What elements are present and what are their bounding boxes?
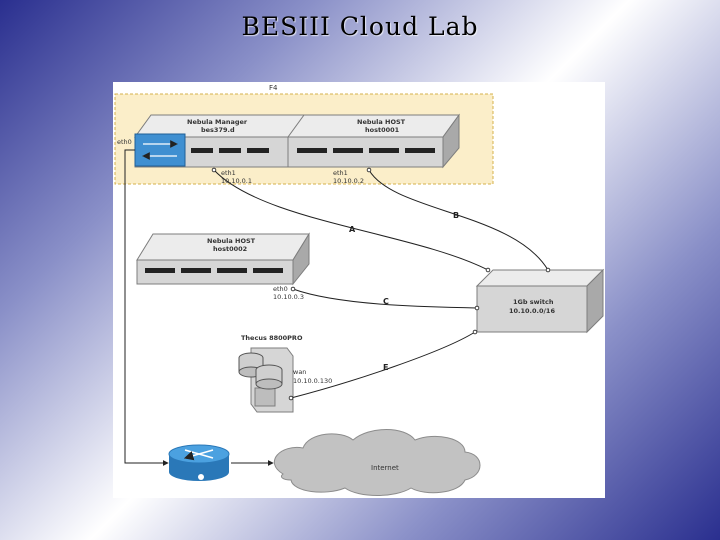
manager-host: bes379.d (201, 126, 235, 134)
internet-cloud (273, 429, 481, 496)
eth1-manager-iface: eth1 (221, 169, 236, 177)
page-title: BESIII Cloud Lab (241, 12, 479, 41)
manager-switch-icon (134, 133, 186, 167)
router-icon (168, 444, 230, 481)
eth0-host2-ip: 10.10.0.3 (273, 293, 304, 301)
link-eth0-router (124, 149, 169, 466)
host2-host: host0002 (213, 245, 247, 253)
storage-name: Thecus 8800PRO (241, 334, 303, 342)
host1-host: host0001 (365, 126, 400, 134)
storage-ip: 10.10.0.130 (293, 377, 332, 385)
link-label-e: E (383, 363, 388, 372)
link-label-b: B (453, 211, 459, 220)
host2-name: Nebula HOST (207, 237, 256, 245)
switch-name: 1Gb switch (513, 298, 554, 306)
rack-label: F4 (269, 84, 278, 92)
host1-name: Nebula HOST (357, 118, 406, 126)
switch-subnet: 10.10.0.0/16 (509, 307, 555, 315)
link-label-c: C (383, 297, 389, 306)
internet-label: Internet (371, 464, 399, 472)
link-b (366, 167, 551, 273)
link-label-a: A (349, 225, 356, 234)
link-e (288, 329, 478, 401)
eth0-host2-iface: eth0 (273, 285, 288, 293)
eth1-host1-iface: eth1 (333, 169, 348, 177)
eth1-host1-ip: 10.10.0.2 (333, 177, 364, 185)
network-diagram-svg: F4 Nebula Manager bes379.d Nebula HOST h… (114, 84, 605, 496)
gigabit-switch (475, 268, 605, 334)
storage-device (238, 347, 294, 413)
link-c (290, 286, 480, 311)
eth0-manager-label: eth0 (117, 138, 132, 146)
storage-iface: wan (293, 368, 306, 376)
network-diagram: F4 Nebula Manager bes379.d Nebula HOST h… (113, 82, 605, 498)
server-manager-ports (191, 148, 435, 153)
manager-name: Nebula Manager (187, 118, 248, 126)
eth1-manager-ip: 10.10.0.1 (221, 177, 252, 185)
